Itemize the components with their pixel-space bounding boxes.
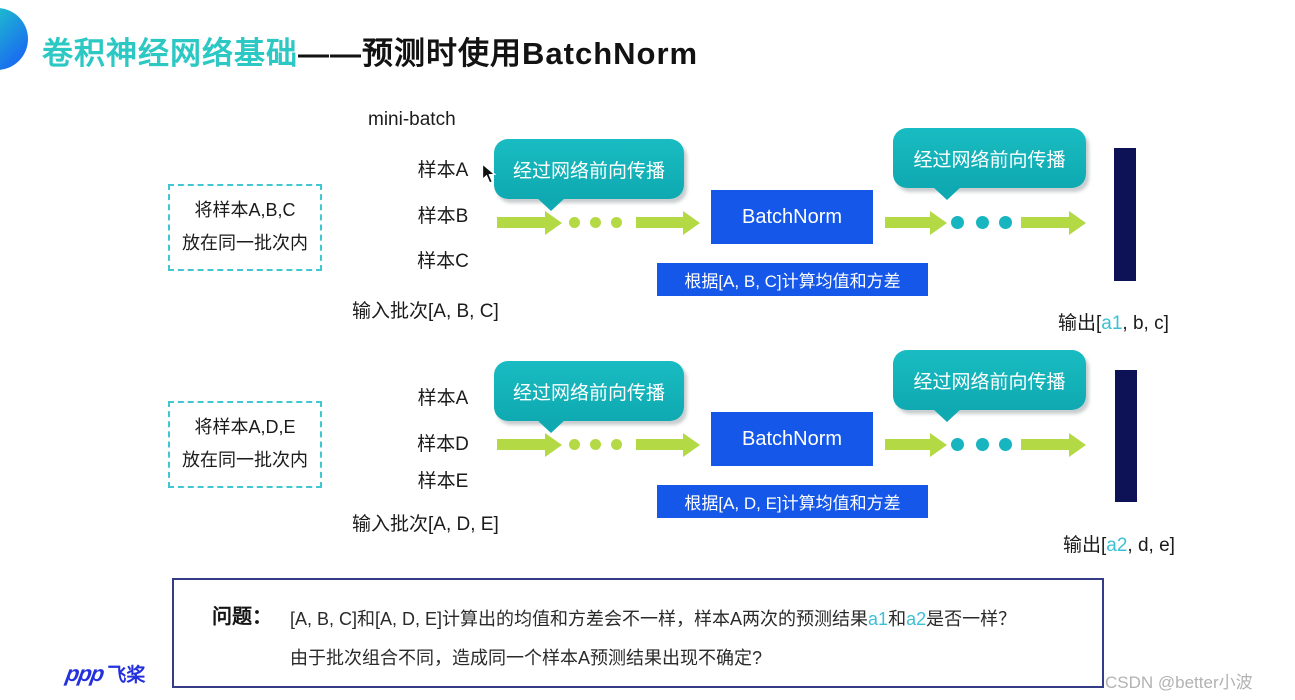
header-accent-circle [0,8,28,70]
batch-note-box: 将样本A,D,E 放在同一批次内 [168,401,322,488]
question-line1-mid: 和 [888,609,907,629]
ellipsis-dot-teal [976,438,989,451]
mean-var-note: 根据[A, B, C]计算均值和方差 [657,263,928,296]
input-batch-label: 输入批次[A, D, E] [352,514,499,535]
forward-pass-bubble-text: 经过网络前向传播 [512,382,665,404]
bubble-tail [536,197,566,211]
output-feature-bar [1114,148,1136,281]
batchnorm-box-text: BatchNorm [741,205,843,228]
question-line1: [A, B, C]和[A, D, E]计算出的均值和方差会不一样，样本A两次的预… [290,605,1016,631]
bubble-tail [932,408,962,422]
batchnorm-box-text: BatchNorm [741,427,843,450]
forward-pass-bubble: 经过网络前向传播 [494,139,684,211]
flow-arrow [497,439,545,450]
mean-var-note-text: 根据[A, D, E]计算均值和方差 [684,494,901,513]
output-highlight: a1 [1101,313,1123,334]
question-line1-post: 是否一样？ [926,609,1017,629]
batch-note-line2: 放在同一批次内 [182,450,308,471]
ellipsis-dot-teal [951,216,964,229]
flow-arrow [1021,439,1069,450]
ellipsis-dot-teal [976,216,989,229]
mean-var-note: 根据[A, D, E]计算均值和方差 [657,485,928,518]
paddlepaddle-logo-text: 飞桨 [107,665,146,686]
page-title: 卷积神经网络基础——预测时使用BatchNorm [42,28,698,73]
bubble-tail [932,186,962,200]
batch-note-line2: 放在同一批次内 [182,233,308,254]
question-line1-pre: [A, B, C]和[A, D, E]计算出的均值和方差会不一样，样本A两次的预… [290,609,869,629]
flow-arrow [636,217,683,228]
output-prefix: 输出[ [1058,313,1102,334]
question-box: 问题： [A, B, C]和[A, D, E]计算出的均值和方差会不一样，样本A… [172,578,1104,688]
mini-batch-label: mini-batch [368,109,456,130]
forward-pass-bubble: 经过网络前向传播 [494,361,684,433]
forward-pass-bubble: 经过网络前向传播 [893,350,1086,422]
sample-label: 样本C [417,251,469,272]
ellipsis-dot-teal [999,438,1012,451]
flow-arrow [497,217,545,228]
forward-pass-bubble-text: 经过网络前向传播 [913,371,1066,393]
output-suffix: , d, e] [1127,535,1175,556]
ellipsis-dot [569,439,580,450]
batch-note-box: 将样本A,B,C 放在同一批次内 [168,184,322,271]
sample-label: 样本A [417,160,469,181]
mean-var-note-text: 根据[A, B, C]计算均值和方差 [684,272,901,291]
sample-label: 样本E [417,471,469,492]
question-line1-a1: a1 [868,609,889,629]
flow-arrow [1021,217,1069,228]
forward-pass-bubble-text: 经过网络前向传播 [512,160,665,182]
input-batch-label: 输入批次[A, B, C] [352,301,499,322]
output-label: 输出[a2, d, e] [1063,530,1175,557]
question-line2: 由于批次组合不同，造成同一个样本A预测结果出现不确定? [290,648,763,668]
bubble-tail [536,419,566,433]
page-title-highlight: 卷积神经网络基础 [42,36,298,71]
flow-arrow [885,217,930,228]
paddlepaddle-logo: ppp 飞桨 [63,660,146,687]
ellipsis-dot-teal [951,438,964,451]
flow-arrow [885,439,930,450]
batchnorm-box: BatchNorm [711,190,873,244]
mouse-cursor-icon [481,162,498,191]
output-suffix: , b, c] [1122,313,1169,334]
ellipsis-dot [611,217,622,228]
forward-pass-bubble-text: 经过网络前向传播 [913,149,1066,171]
ellipsis-dot [611,439,622,450]
ellipsis-dot-teal [999,216,1012,229]
batch-note-line1: 将样本A,D,E [194,417,296,437]
batchnorm-box: BatchNorm [711,412,873,466]
output-highlight: a2 [1106,535,1128,556]
paddlepaddle-logo-icon: ppp [63,660,106,686]
sample-label: 样本D [417,434,469,455]
output-prefix: 输出[ [1063,535,1107,556]
batch-note-line1: 将样本A,B,C [194,200,296,220]
flow-arrow [636,439,683,450]
page-title-dash: —— [298,36,362,71]
csdn-watermark: CSDN @better小波 [1105,673,1253,692]
ellipsis-dot [569,217,580,228]
sample-label: 样本A [417,388,469,409]
output-feature-bar [1115,370,1137,502]
page-title-rest: 预测时使用BatchNorm [362,36,699,71]
ellipsis-dot [590,217,601,228]
output-label: 输出[a1, b, c] [1058,308,1169,335]
sample-label: 样本B [417,206,469,227]
question-line1-a2: a2 [906,609,927,629]
ellipsis-dot [590,439,601,450]
question-label: 问题： [212,606,272,628]
forward-pass-bubble: 经过网络前向传播 [893,128,1086,200]
